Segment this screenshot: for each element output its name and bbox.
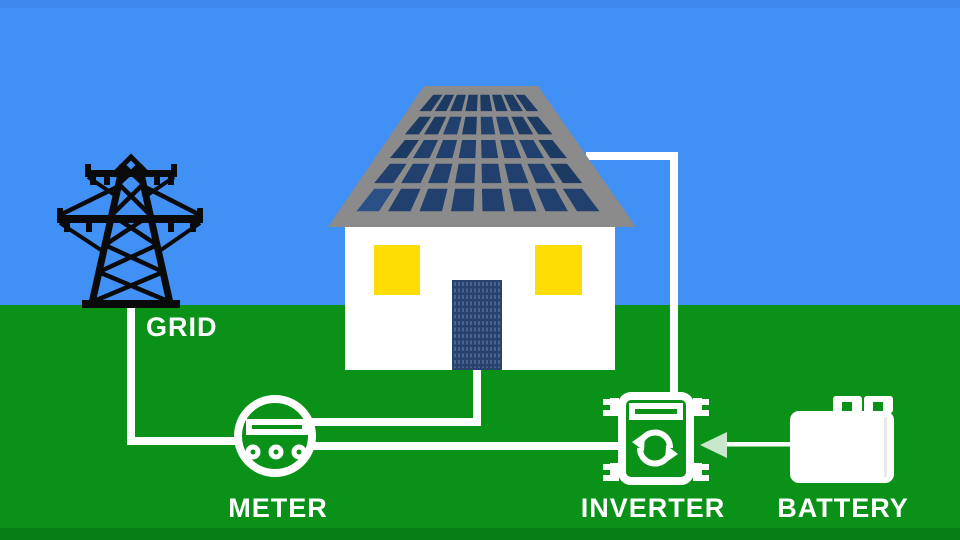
solar-panel-cell bbox=[496, 116, 515, 135]
solar-panel-cell bbox=[519, 139, 545, 159]
electric-meter-icon bbox=[234, 395, 316, 477]
solar-panel-cell bbox=[515, 94, 539, 112]
solar-panel-cell bbox=[480, 94, 493, 112]
solar-panel-cell bbox=[388, 188, 421, 212]
meter-label: METER bbox=[228, 493, 328, 523]
top-edge-shade bbox=[0, 0, 960, 8]
meter-display bbox=[246, 419, 308, 435]
solar-panel-cell bbox=[511, 116, 534, 135]
solar-panel-cell bbox=[374, 163, 407, 184]
solar-panel-cell bbox=[492, 94, 508, 112]
meter-body bbox=[234, 395, 316, 477]
solar-panel-cell bbox=[451, 188, 475, 212]
solar-panel-cell bbox=[412, 139, 439, 159]
house-line-horizontal bbox=[312, 418, 481, 426]
battery-shadow-line bbox=[884, 417, 887, 477]
inverter-label: INVERTER bbox=[580, 493, 726, 523]
solar-panel-cell bbox=[455, 163, 476, 184]
transmission-tower-icon bbox=[57, 153, 203, 308]
solar-panel-cell bbox=[442, 116, 462, 135]
solar-panel-cell bbox=[538, 139, 567, 159]
solar-panel-cell bbox=[480, 116, 496, 135]
battery-line bbox=[727, 442, 791, 447]
connection-lines bbox=[127, 152, 791, 458]
solar-panel-roof-icon bbox=[356, 94, 600, 212]
window-left bbox=[374, 245, 420, 295]
solar-panel-cell bbox=[504, 163, 529, 184]
battery-icon bbox=[790, 396, 894, 483]
solar-panel-cell bbox=[389, 139, 419, 159]
solar-panel-cell bbox=[401, 163, 430, 184]
battery-label: BATTERY bbox=[777, 493, 909, 523]
grid-line-vertical bbox=[127, 303, 135, 445]
solar-panel-cell bbox=[481, 188, 505, 212]
meter-dial bbox=[291, 444, 307, 460]
battery-body bbox=[790, 411, 894, 483]
solar-panel-cell bbox=[423, 116, 447, 135]
solar-panel-cell bbox=[462, 116, 477, 135]
solar-panel-cell bbox=[465, 94, 478, 112]
inverter-icon bbox=[603, 392, 709, 485]
inverter-display bbox=[629, 403, 683, 420]
inverter-mount-tabs bbox=[603, 398, 709, 481]
solar-panel-cell bbox=[434, 94, 455, 112]
door-icon bbox=[452, 280, 502, 370]
bottom-edge-shade bbox=[0, 528, 960, 540]
solar-panel-cell bbox=[500, 139, 522, 159]
solar-panel-cell bbox=[404, 116, 432, 135]
solar-panel-cell bbox=[450, 94, 466, 112]
roof-line-horizontal bbox=[586, 152, 678, 160]
solar-panel-cell bbox=[526, 116, 553, 135]
roof-line-vertical bbox=[670, 152, 678, 398]
flow-arrow-left-icon bbox=[700, 432, 727, 458]
grid-label: GRID bbox=[146, 312, 218, 342]
meter-inverter-line bbox=[312, 442, 622, 450]
solar-panel-cell bbox=[535, 188, 568, 212]
solar-panel-cell bbox=[503, 94, 523, 112]
solar-panel-cell bbox=[419, 188, 448, 212]
grid-line-horizontal bbox=[127, 437, 239, 445]
solar-panel-cell bbox=[419, 94, 443, 112]
solar-panel-cell bbox=[458, 139, 477, 159]
solar-panel-cell bbox=[550, 163, 583, 184]
solar-panel-cell bbox=[508, 188, 537, 212]
window-right bbox=[535, 245, 582, 295]
meter-dial bbox=[245, 444, 261, 460]
solar-panel-cell bbox=[481, 139, 499, 159]
solar-panel-cell bbox=[562, 188, 600, 212]
meter-dial bbox=[268, 444, 284, 460]
solar-panel-cell bbox=[428, 163, 453, 184]
solar-panel-cell bbox=[356, 188, 394, 212]
sync-arrows-icon bbox=[632, 429, 678, 467]
solar-panel-cell bbox=[435, 139, 458, 159]
solar-panel-cell bbox=[481, 163, 502, 184]
house-icon bbox=[328, 86, 636, 370]
solar-panel-cell bbox=[527, 163, 556, 184]
house-line-vertical bbox=[473, 365, 481, 426]
